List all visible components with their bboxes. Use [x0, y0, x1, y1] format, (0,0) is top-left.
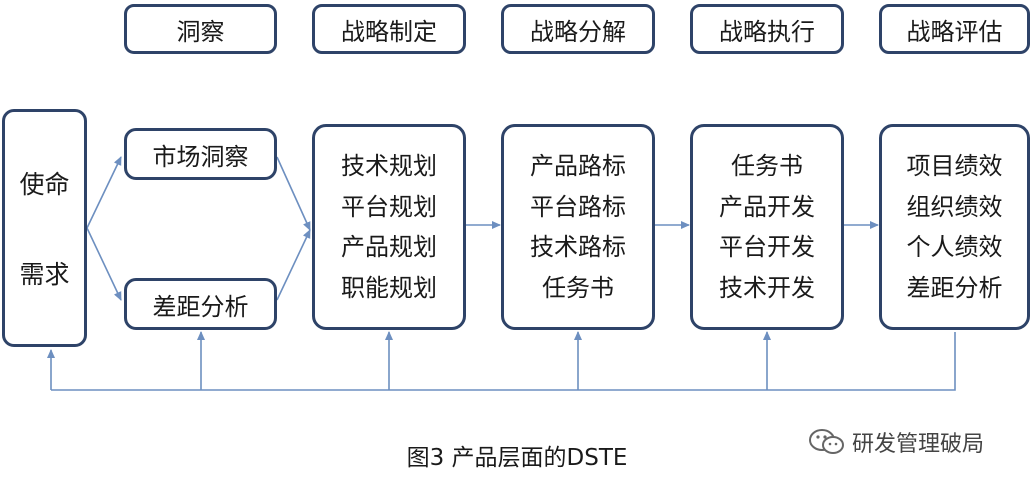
- phase-insight: 洞察: [124, 4, 277, 54]
- strategy-decomposition-box: 产品路标 平台路标 技术路标 任务书: [501, 124, 655, 330]
- demand-label: 需求: [19, 259, 70, 289]
- stage-item: 组织绩效: [906, 192, 1003, 221]
- stage-item: 差距分析: [906, 274, 1003, 303]
- wechat-icon: [809, 429, 844, 454]
- strategy-execution-box: 任务书 产品开发 平台开发 技术开发: [690, 124, 844, 330]
- stage-item: 个人绩效: [906, 233, 1003, 262]
- stage-item: 平台路标: [530, 192, 626, 221]
- gap-analysis-box: 差距分析: [124, 278, 277, 330]
- stage-item: 技术路标: [530, 233, 626, 262]
- stage-item: 产品规划: [341, 233, 437, 262]
- arrow-mission-gap: [86, 227, 122, 301]
- strategy-evaluation-box: 项目绩效 组织绩效 个人绩效 差距分析: [879, 124, 1030, 330]
- stage-item: 技术开发: [719, 274, 815, 303]
- feedback-loop: [51, 332, 956, 391]
- arrow-gap-strategy: [276, 229, 311, 301]
- arrow-market-strategy: [276, 156, 311, 231]
- watermark: 研发管理破局: [808, 426, 984, 458]
- watermark-text: 研发管理破局: [852, 432, 985, 457]
- stage-item: 技术规划: [341, 151, 437, 180]
- stage-item: 平台开发: [719, 233, 815, 262]
- stage-item: 产品路标: [530, 151, 626, 180]
- phase-strategy-evaluation: 战略评估: [879, 4, 1030, 54]
- stage-item: 产品开发: [719, 192, 815, 221]
- stage-item: 任务书: [542, 274, 614, 303]
- stage-item: 项目绩效: [906, 151, 1003, 180]
- mission-demand-box: 使命 需求: [2, 109, 87, 347]
- figure-caption: 图3 产品层面的DSTE: [406, 445, 628, 471]
- stage-item: 职能规划: [341, 274, 437, 303]
- phase-strategy-decomposition: 战略分解: [501, 4, 655, 54]
- stage-item: 任务书: [731, 151, 803, 180]
- strategy-formulation-box: 技术规划 平台规划 产品规划 职能规划: [312, 124, 466, 330]
- arrow-mission-market: [86, 156, 122, 229]
- market-insight-box: 市场洞察: [124, 128, 277, 180]
- stage-item: 平台规划: [341, 192, 437, 221]
- phase-strategy-execution: 战略执行: [690, 4, 844, 54]
- phase-strategy-formulation: 战略制定: [312, 4, 466, 54]
- mission-label: 使命: [19, 170, 70, 200]
